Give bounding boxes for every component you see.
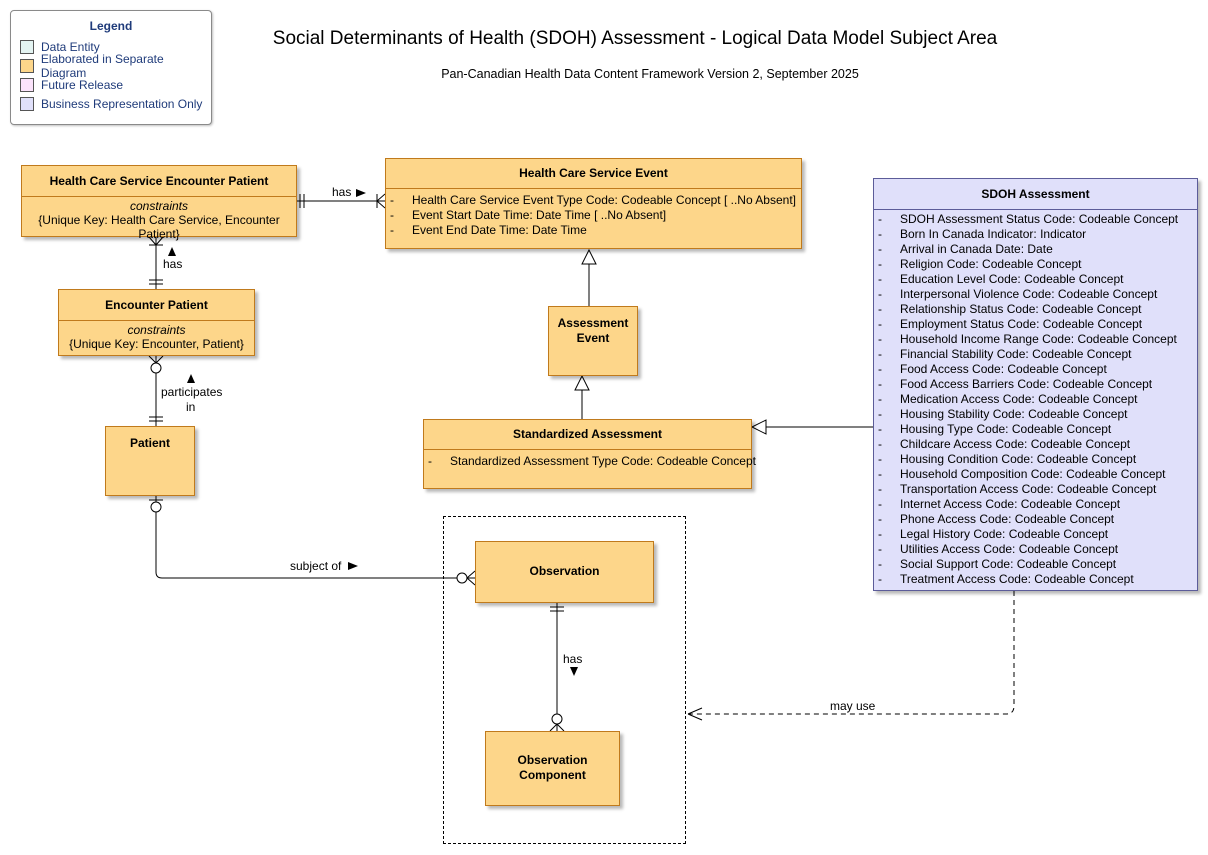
- legend-title: Legend: [89, 19, 133, 33]
- entity-name-line1: Observation: [517, 753, 588, 767]
- entity-standardized-assessment[interactable]: Standardized Assessment Standardized Ass…: [423, 419, 756, 489]
- observation-group-boundary: [443, 516, 686, 844]
- entity-sdoh-assessment[interactable]: SDOH Assessment SDOH Assessment Status C…: [873, 178, 1198, 591]
- entity-hcs-event[interactable]: Health Care Service Event Health Care Se…: [385, 158, 802, 249]
- legend-swatch: [20, 58, 34, 73]
- attribute-row: Transportation Access Code: Codeable Con…: [874, 482, 1197, 497]
- entity-encounter-patient[interactable]: Encounter Patient constraints {Unique Ke…: [58, 289, 255, 356]
- attribute-row: Event End Date Time: Date Time: [386, 223, 801, 238]
- attribute-row: Relationship Status Code: Codeable Conce…: [874, 302, 1197, 317]
- attribute-row: Food Access Barriers Code: Codeable Conc…: [874, 377, 1197, 392]
- entity-name-line1: Assessment: [557, 316, 629, 330]
- attribute-row: Born In Canada Indicator: Indicator: [874, 227, 1197, 242]
- direction-arrow-has-event: [356, 189, 366, 197]
- entity-name: Observation: [529, 564, 600, 578]
- attribute-row: Housing Type Code: Codeable Concept: [874, 422, 1197, 437]
- label-subject-of: subject of: [290, 559, 342, 573]
- attribute-row: Childcare Access Code: Codeable Concept: [874, 437, 1197, 452]
- attribute-row: Treatment Access Code: Codeable Concept: [874, 572, 1197, 587]
- attribute-row: Internet Access Code: Codeable Concept: [874, 497, 1197, 512]
- entity-observation[interactable]: Observation: [475, 541, 654, 603]
- legend-label: Future Release: [41, 77, 124, 92]
- legend-label: Business Representation Only: [41, 96, 203, 111]
- entity-hcs-encounter-patient[interactable]: Health Care Service Encounter Patient co…: [21, 165, 297, 241]
- entity-name: Standardized Assessment: [424, 420, 751, 450]
- direction-arrow-subject-of: [348, 562, 358, 570]
- legend-swatch: [20, 39, 34, 54]
- diagram-subtitle: Pan-Canadian Health Data Content Framewo…: [441, 67, 859, 81]
- connector-subject-of: [155, 496, 475, 579]
- entity-assessment-event[interactable]: Assessment Event: [548, 306, 638, 376]
- attribute-row: Legal History Code: Codeable Concept: [874, 527, 1197, 542]
- entity-name: Health Care Service Encounter Patient: [22, 166, 296, 197]
- attribute-row: Housing Stability Code: Codeable Concept: [874, 407, 1197, 422]
- constraints-title: constraints: [127, 323, 186, 337]
- attribute-row: Phone Access Code: Codeable Concept: [874, 512, 1197, 527]
- label-has-encounter: has: [163, 257, 183, 271]
- attribute-row: Social Support Code: Codeable Concept: [874, 557, 1197, 572]
- attribute-row: Arrival in Canada Date: Date: [874, 242, 1197, 257]
- attribute-row: Financial Stability Code: Codeable Conce…: [874, 347, 1197, 362]
- attribute-row: Utilities Access Code: Codeable Concept: [874, 542, 1197, 557]
- label-has-event: has: [332, 185, 352, 199]
- attribute-row: Household Composition Code: Codeable Con…: [874, 467, 1197, 482]
- diagram-title: Social Determinants of Health (SDOH) Ass…: [272, 28, 998, 49]
- entity-name: Patient: [129, 436, 170, 450]
- entity-name: SDOH Assessment: [874, 179, 1197, 210]
- label-may-use: may use: [830, 699, 876, 713]
- attribute-row: Housing Condition Code: Codeable Concept: [874, 452, 1197, 467]
- attribute-row: Food Access Code: Codeable Concept: [874, 362, 1197, 377]
- legend-item-future-release: Future Release: [11, 75, 211, 94]
- label-participates: participates: [161, 385, 223, 399]
- entity-name: Encounter Patient: [59, 290, 254, 321]
- attribute-row: Interpersonal Violence Code: Codeable Co…: [874, 287, 1197, 302]
- constraints-text: {Unique Key: Encounter, Patient}: [69, 337, 244, 351]
- constraints-text: {Unique Key: Health Care Service, Encoun…: [38, 213, 280, 241]
- entity-observation-component[interactable]: Observation Component: [485, 731, 620, 806]
- label-has-component: has: [563, 652, 583, 666]
- attribute-row: Event Start Date Time: Date Time [ ..No …: [386, 208, 801, 223]
- attribute-row: Religion Code: Codeable Concept: [874, 257, 1197, 272]
- attribute-row: SDOH Assessment Status Code: Codeable Co…: [874, 212, 1197, 227]
- legend-label: Elaborated in Separate Diagram: [40, 51, 164, 80]
- entity-name-line2: Component: [519, 768, 586, 782]
- legend-swatch: [20, 96, 34, 111]
- label-participates-in: in: [186, 400, 196, 414]
- legend-item-elaborated: Elaborated in Separate Diagram: [11, 52, 211, 80]
- connector-may-use: [688, 591, 1015, 715]
- entity-name: Health Care Service Event: [386, 159, 801, 189]
- attribute-row: Household Income Range Code: Codeable Co…: [874, 332, 1197, 347]
- entity-patient[interactable]: Patient: [105, 426, 195, 496]
- attribute-row: Health Care Service Event Type Code: Cod…: [386, 193, 801, 208]
- legend-item-data-entity: Data Entity: [11, 37, 211, 56]
- attribute-row: Standardized Assessment Type Code: Codea…: [424, 454, 756, 469]
- attribute-row: Employment Status Code: Codeable Concept: [874, 317, 1197, 332]
- direction-arrow-has-encounter: [168, 247, 176, 256]
- direction-arrow-participates: [187, 374, 195, 383]
- attribute-row: Education Level Code: Codeable Concept: [874, 272, 1197, 287]
- legend: Legend Data Entity Elaborated in Separat…: [10, 10, 212, 125]
- direction-arrow-has-component: [570, 667, 578, 676]
- entity-name-line2: Event: [576, 331, 610, 345]
- constraints-title: constraints: [129, 199, 189, 213]
- attribute-row: Medication Access Code: Codeable Concept: [874, 392, 1197, 407]
- legend-swatch: [20, 77, 34, 92]
- legend-label: Data Entity: [41, 39, 100, 54]
- legend-item-business-only: Business Representation Only: [11, 94, 211, 113]
